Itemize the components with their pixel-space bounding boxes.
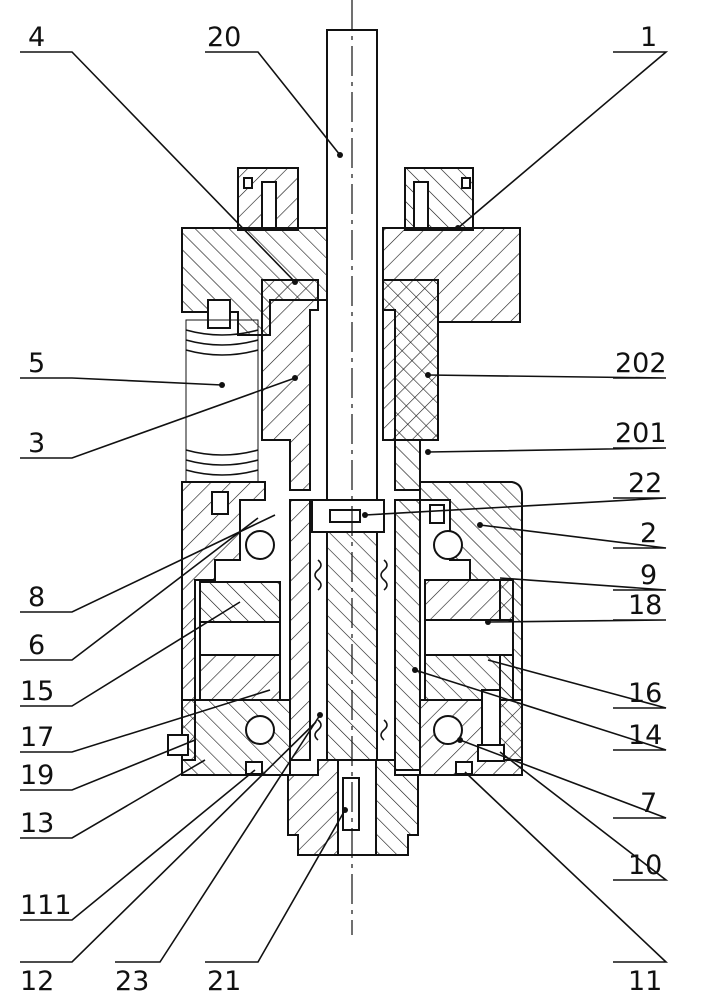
label-202: 202	[615, 348, 667, 379]
label-12: 12	[20, 966, 54, 997]
label-7: 7	[640, 788, 657, 819]
label-2: 2	[640, 518, 657, 549]
assembly-body	[168, 30, 522, 855]
label-20: 20	[207, 22, 241, 53]
label-23: 23	[115, 966, 149, 997]
label-201: 201	[615, 418, 667, 449]
label-19: 19	[20, 760, 54, 791]
label-8: 8	[28, 582, 45, 613]
label-9: 9	[640, 560, 657, 591]
label-15: 15	[20, 676, 54, 707]
label-11: 11	[628, 966, 662, 997]
label-6: 6	[28, 630, 45, 661]
label-111: 111	[20, 890, 72, 921]
label-13: 13	[20, 808, 54, 839]
label-3: 3	[28, 428, 45, 459]
label-17: 17	[20, 722, 54, 753]
label-18: 18	[628, 590, 662, 621]
label-1: 1	[640, 22, 657, 53]
label-21: 21	[207, 966, 241, 997]
label-10: 10	[628, 850, 662, 881]
label-14: 14	[628, 720, 662, 751]
label-4: 4	[28, 22, 45, 53]
label-22: 22	[628, 468, 662, 499]
label-16: 16	[628, 678, 662, 709]
label-5: 5	[28, 348, 45, 379]
